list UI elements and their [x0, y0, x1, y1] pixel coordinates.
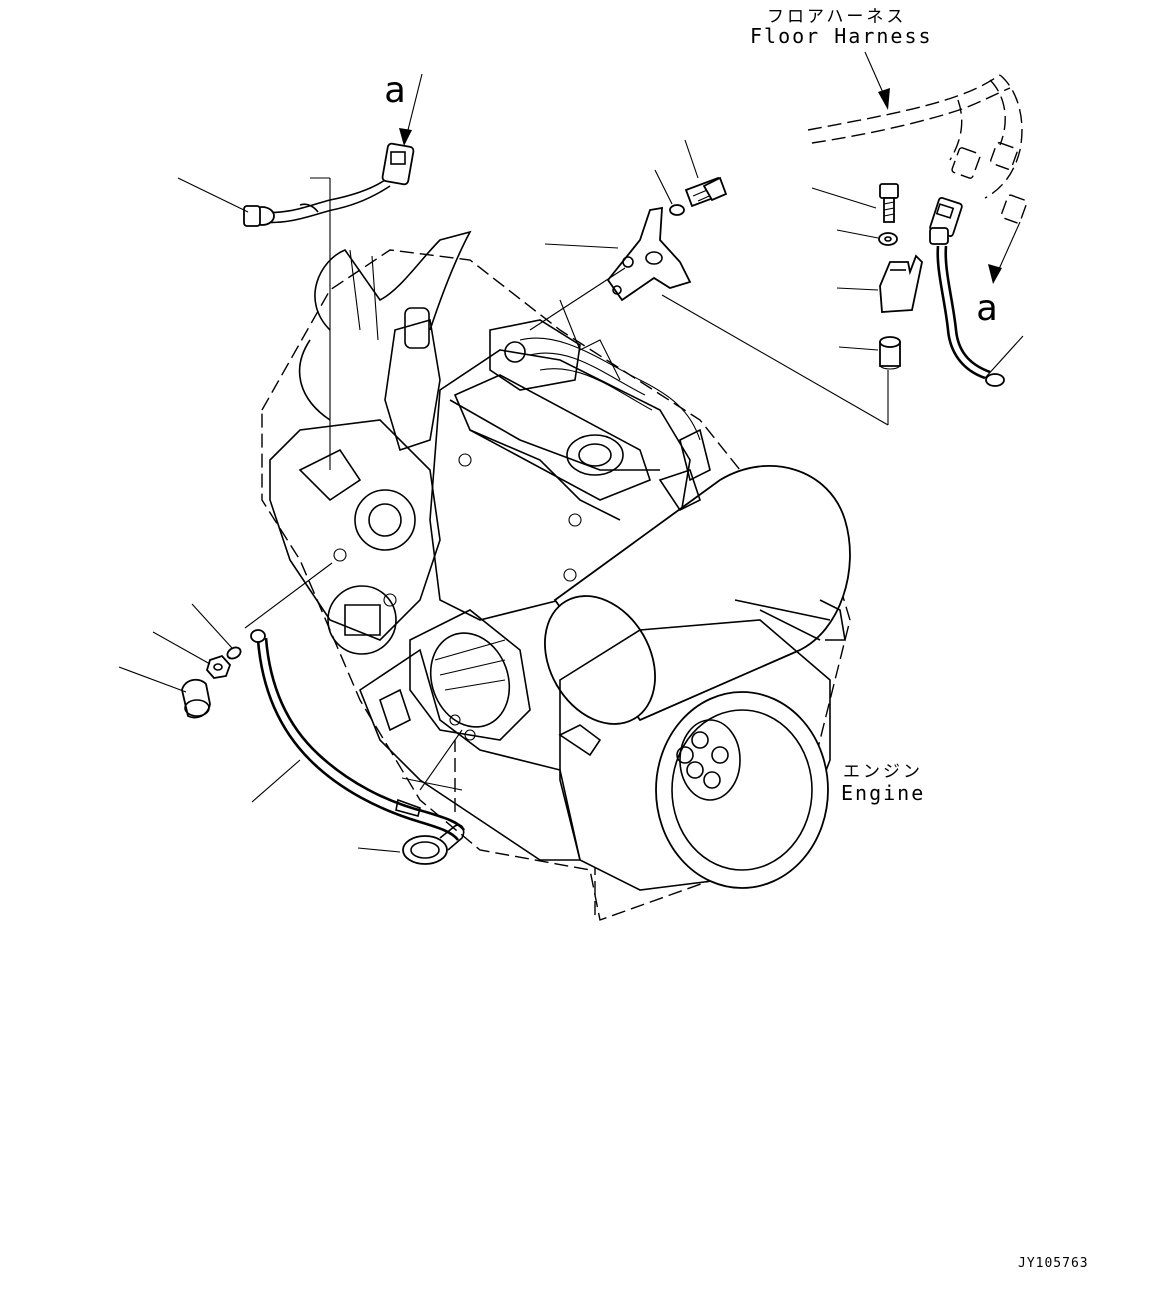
washer-icon	[669, 204, 685, 216]
floor-harness-label-jp: フロアハーネス	[767, 7, 907, 27]
engine-label-jp: エンジン	[843, 762, 923, 782]
nut-icon	[205, 654, 232, 679]
sensor-harness-left-icon	[243, 142, 415, 227]
clamp-icon	[402, 824, 465, 865]
washer-icon	[878, 232, 898, 246]
wire-harness-icon	[807, 74, 1028, 224]
callout-a-right: a	[976, 288, 998, 329]
drawing-code: JY105763	[1018, 1256, 1089, 1271]
washer-icon	[226, 646, 242, 660]
bolt-icon	[684, 176, 728, 208]
floor-harness-label-en: Floor Harness	[750, 24, 933, 48]
terminal-cap-icon	[181, 678, 211, 719]
spacer-icon	[879, 336, 901, 370]
engine-drawing-icon	[261, 230, 851, 921]
ground-wire-icon	[936, 245, 1005, 387]
engine-label-en: Engine	[841, 781, 926, 805]
bolt-icon	[879, 183, 899, 223]
callout-a-left: a	[384, 70, 406, 111]
bracket-icon	[606, 206, 692, 302]
bracket-icon	[879, 254, 923, 313]
ground-cable-icon	[250, 629, 466, 841]
connector-icon	[929, 197, 963, 245]
